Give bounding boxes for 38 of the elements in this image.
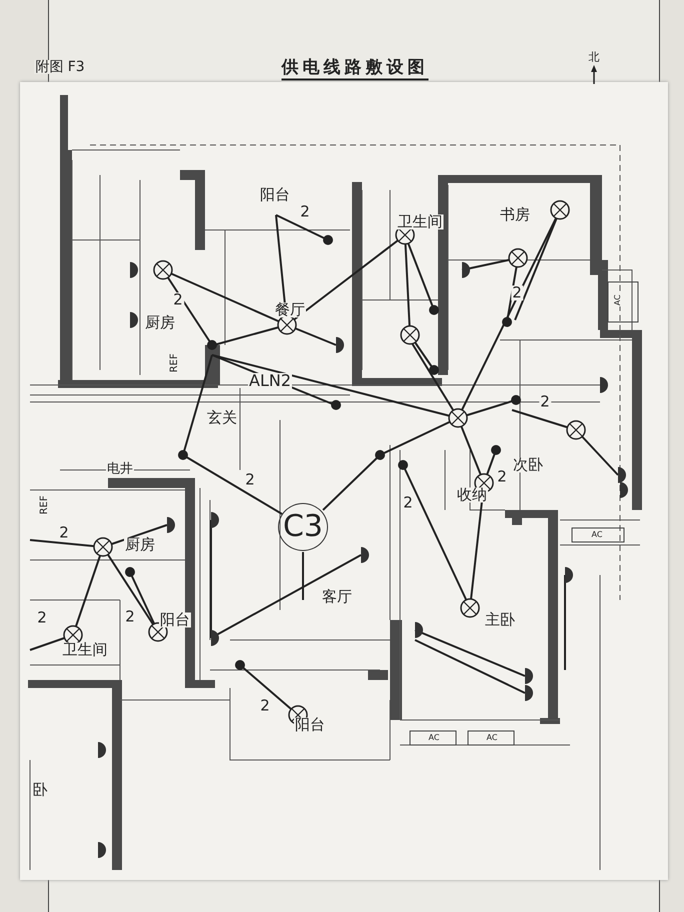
room-label: 厨房 <box>144 316 176 330</box>
room-label: 卧 <box>32 782 48 798</box>
room-label: 主卧 <box>484 612 516 628</box>
panel-label: ALN2 <box>248 373 292 389</box>
room-label: 次卧 <box>512 458 544 472</box>
room-label: 厨房 <box>124 538 156 552</box>
wire-count-label: 2 <box>402 496 414 510</box>
room-label: 客厅 <box>321 590 353 604</box>
room-label: 阳台 <box>294 718 326 732</box>
room-label: 阳台 <box>159 612 191 628</box>
room-label: 电井 <box>106 462 134 476</box>
wire-count-label: 2 <box>172 292 184 308</box>
wire-count-label: 2 <box>539 394 551 410</box>
room-label: 餐厅 <box>274 302 306 318</box>
wire-count-label: 2 <box>244 472 256 488</box>
room-label: 卫生间 <box>62 642 108 658</box>
ac-unit-label: AC <box>590 531 604 539</box>
room-label: 收纳 <box>456 488 488 502</box>
ac-unit-label: AC <box>486 734 498 742</box>
appliance-label: REF <box>40 494 50 516</box>
wire-count-label: 2 <box>124 610 136 624</box>
appliance-label: REF <box>170 352 180 374</box>
north-label: 北 <box>588 52 600 62</box>
wire-count-label: 2 <box>36 610 48 626</box>
room-label: 阳台 <box>259 188 291 202</box>
ac-unit-label: AC <box>614 294 622 306</box>
room-label: 玄关 <box>206 410 238 426</box>
wire-count-label: 2 <box>511 286 523 300</box>
wire-count-label: 2 <box>259 698 271 714</box>
grid-marker: C3 <box>278 503 328 551</box>
figure-number: 附图 F3 <box>34 60 86 74</box>
wire-count-label: 2 <box>496 470 508 484</box>
wire-count-label: 2 <box>58 526 70 540</box>
room-label: 卫生间 <box>396 214 444 230</box>
ac-unit-label: AC <box>428 734 440 742</box>
diagram-title: 供电线路敷设图 <box>282 56 428 80</box>
wire-count-label: 2 <box>299 204 311 220</box>
room-label: 书房 <box>499 208 531 222</box>
